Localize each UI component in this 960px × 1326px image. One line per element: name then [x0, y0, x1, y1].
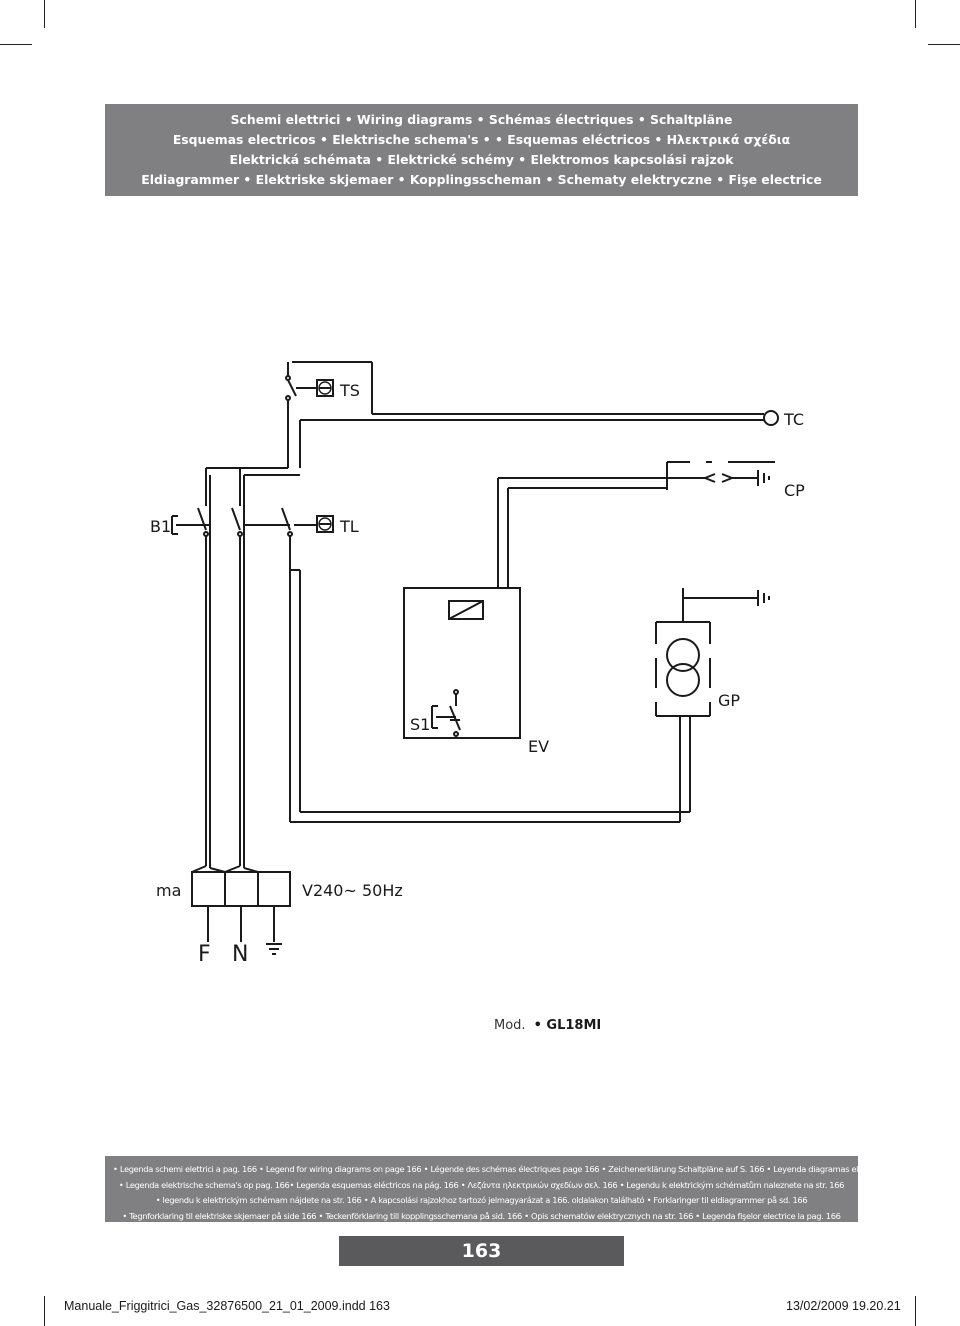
- model-prefix: Mod.: [494, 1018, 526, 1033]
- s1-label: S1: [410, 715, 430, 734]
- legend-line: • legendu k elektrickým schémam nájdete …: [155, 1195, 808, 1205]
- header-line: Schemi elettrici • Wiring diagrams • Sch…: [230, 112, 733, 127]
- tc-thermocouple: [763, 410, 779, 426]
- model-line: Mod. • GL18MI: [494, 1018, 601, 1033]
- cp-piezo: [497, 461, 775, 588]
- phase-f-label: F: [198, 942, 211, 967]
- legend-line: • Legenda elektrische schema's op pag. 1…: [118, 1179, 845, 1190]
- gp-label: GP: [718, 691, 740, 710]
- tl-safety-thermostat: [244, 507, 334, 570]
- ma-label: ma: [156, 881, 181, 900]
- crop-mark: [915, 0, 916, 28]
- crop-mark: [44, 0, 45, 28]
- ts-thermostat: [285, 361, 764, 468]
- ev-solenoid-valve: [403, 587, 521, 739]
- cp-label: CP: [784, 481, 805, 500]
- gp-gas-valve: [655, 588, 770, 717]
- b1-main-switch: [171, 467, 300, 868]
- voltage-label: V240~ 50Hz: [302, 881, 403, 900]
- header-line: Eldiagrammer • Elektriske skjemaer • Kop…: [141, 172, 822, 187]
- crop-mark: [44, 1296, 45, 1326]
- ev-label: EV: [528, 737, 549, 756]
- crop-mark: [928, 44, 960, 45]
- legend-band: • Legenda schemi elettrici a pag. 166 • …: [105, 1156, 945, 1222]
- page-number: 163: [339, 1236, 624, 1266]
- crop-mark: [915, 1296, 916, 1326]
- ts-label: TS: [339, 381, 360, 400]
- header-line: Esquemas electricos • Elektrische schema…: [172, 132, 791, 147]
- tl-label: TL: [339, 517, 359, 536]
- s1-microswitch: [431, 689, 461, 737]
- b1-label: B1: [150, 517, 171, 536]
- header-band: Schemi elettrici • Wiring diagrams • Sch…: [105, 104, 858, 196]
- tc-label: TC: [783, 410, 804, 429]
- crop-mark: [0, 44, 32, 45]
- neutral-n-label: N: [232, 942, 248, 967]
- footer-filename: Manuale_Friggitrici_Gas_32876500_21_01_2…: [64, 1299, 390, 1313]
- footer-timestamp: 13/02/2009 19.20.21: [786, 1299, 901, 1313]
- legend-line: • Tegnforklaring til elektriske skjemaer…: [122, 1210, 841, 1221]
- header-line: Elektrická schémata • Elektrické schémy …: [229, 152, 734, 167]
- ma-terminal-block: [191, 865, 291, 955]
- model-name: • GL18MI: [533, 1018, 602, 1033]
- legend-line: • Legenda schemi elettrici a pag. 166 • …: [113, 1164, 945, 1174]
